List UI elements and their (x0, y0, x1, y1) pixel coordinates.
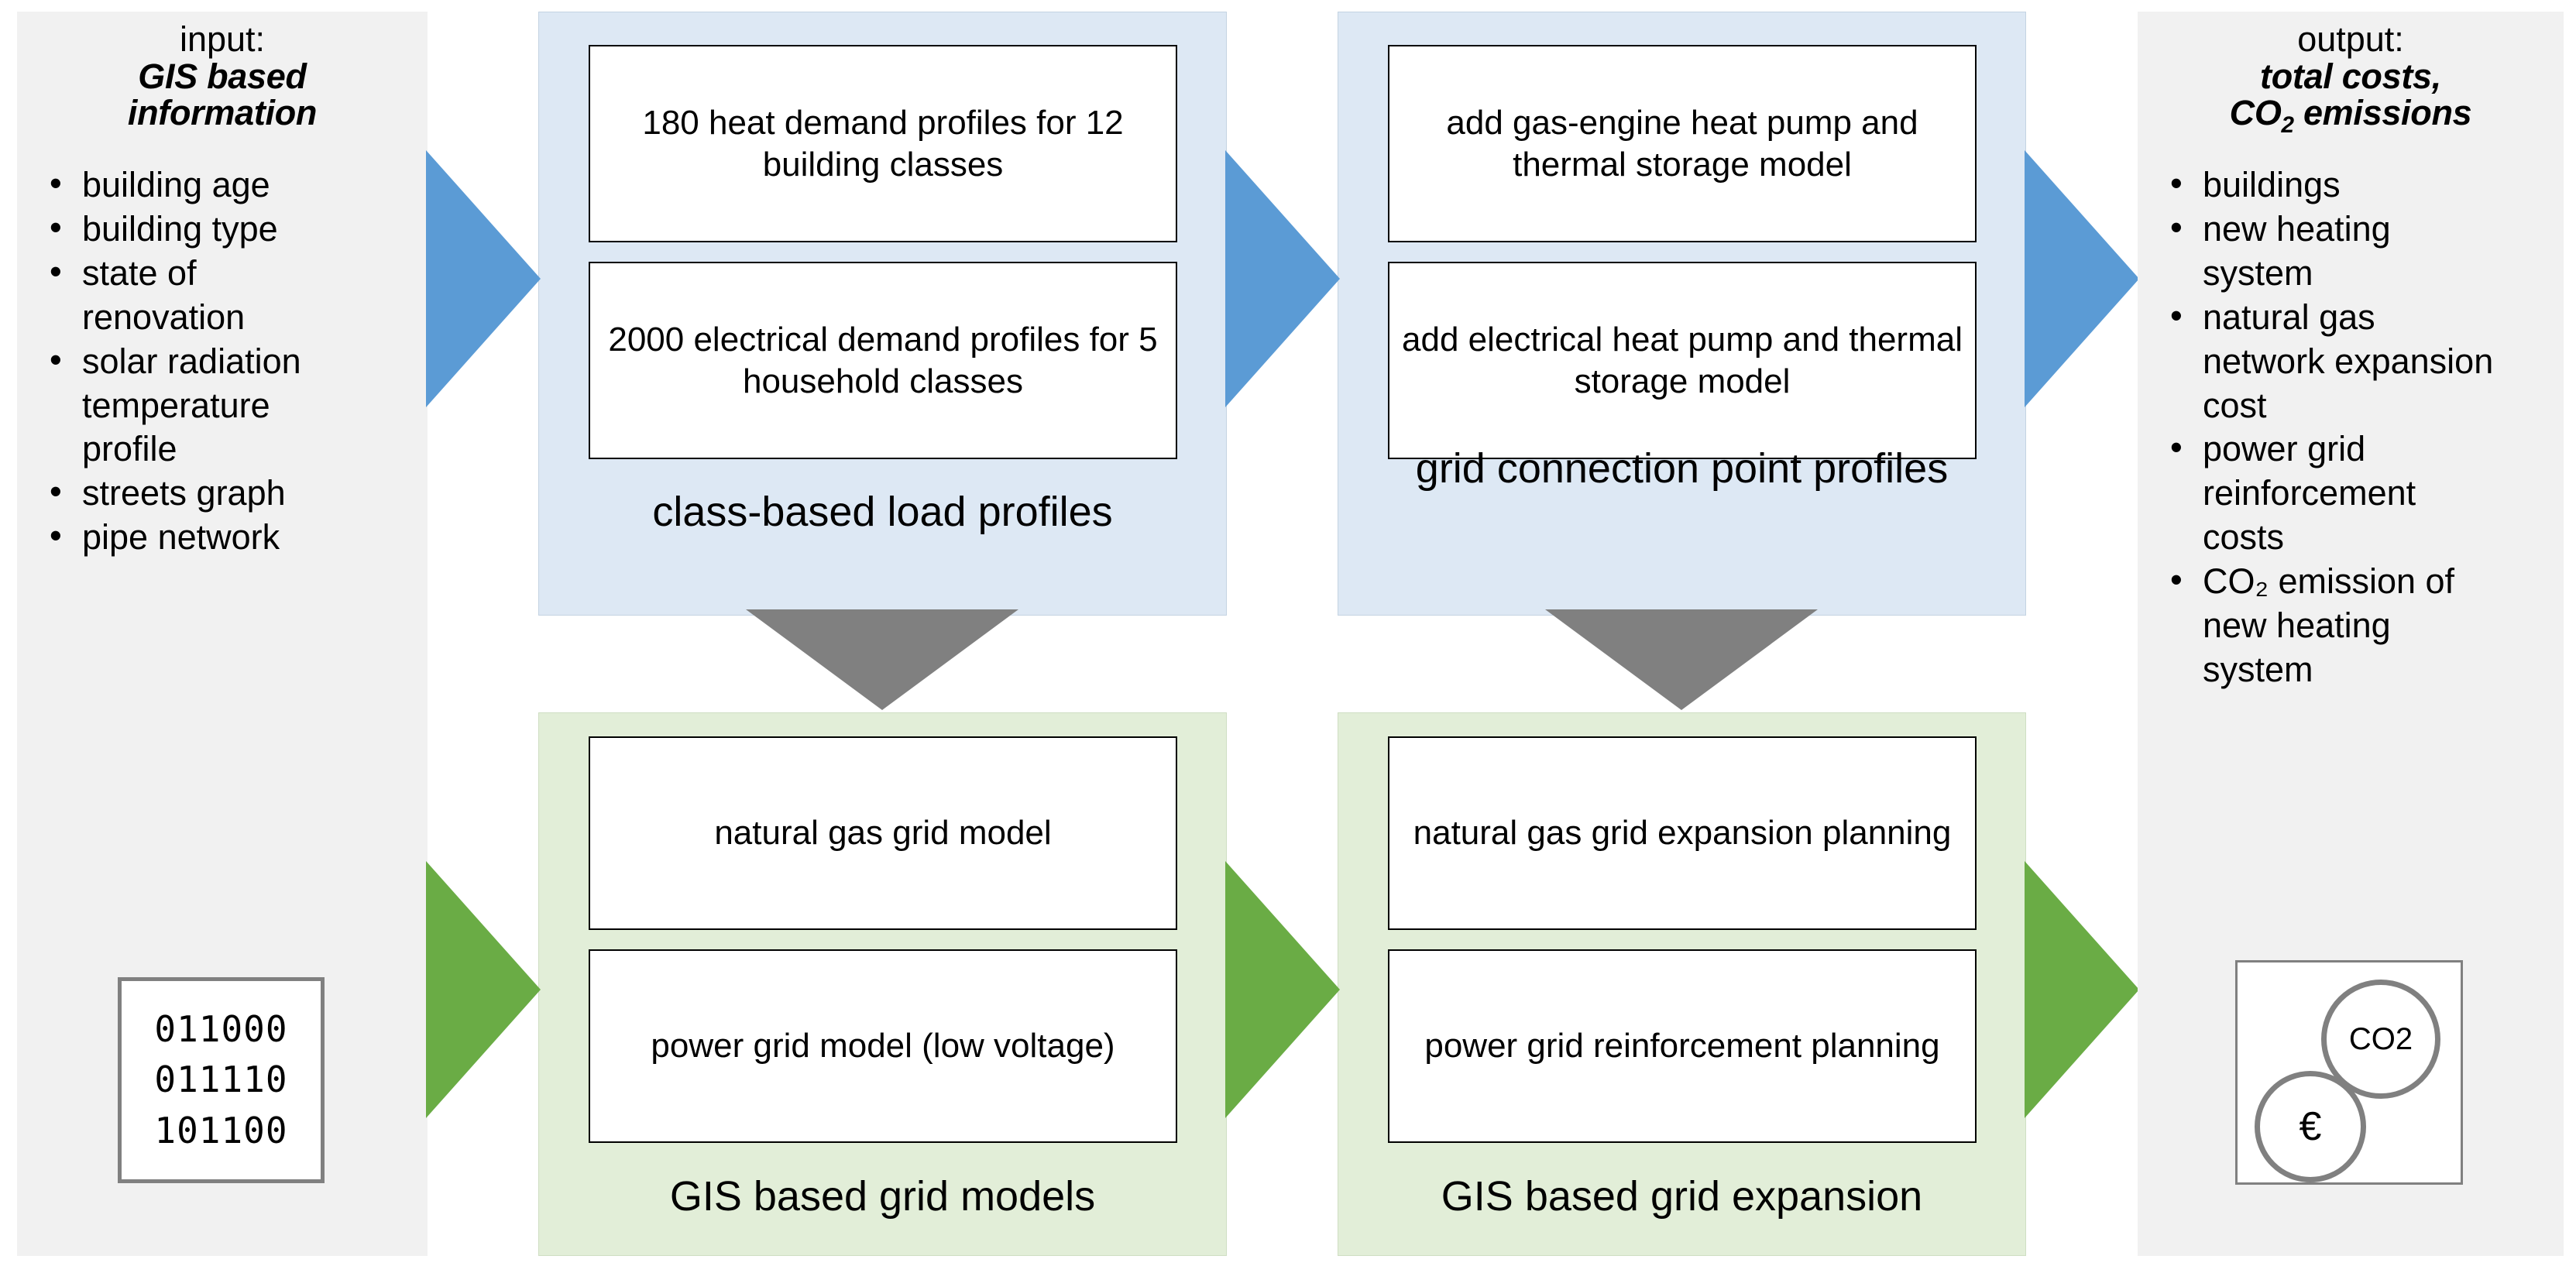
stage1-box-heat-demand: 180 heat demand profiles for 12 building… (589, 45, 1177, 242)
output-list-item: cost (2203, 385, 2267, 425)
arrow-stage4-to-output-icon (2025, 861, 2139, 1118)
arrow-stage2-to-stage4-icon (1545, 609, 1818, 710)
stage2-box-gas-engine-heat-pump: add gas-engine heat pump and thermal sto… (1388, 45, 1977, 242)
output-heading-prefix: output: (2297, 19, 2404, 59)
stage1-caption: class-based load profiles (652, 489, 1113, 535)
input-list-item: renovation (82, 297, 246, 337)
input-list-item: pipe network (45, 515, 428, 559)
output-list-item: power grid (2166, 427, 2564, 471)
output-item-list: buildingsnew heatingsystemnatural gasnet… (2138, 163, 2564, 691)
output-heading-emphasis-line2: CO2 emissions (2138, 93, 2564, 137)
arrow-stage1-to-stage3-icon (746, 609, 1018, 710)
stage2-caption: grid connection point profiles (1415, 445, 1949, 492)
euro-bubble-icon: € (2255, 1071, 2366, 1182)
input-list-item: building age (45, 163, 428, 207)
stage2-box-electrical-heat-pump: add electrical heat pump and thermal sto… (1388, 262, 1977, 459)
input-list-item: profile (82, 429, 177, 469)
output-list-item: CO₂ emission of (2166, 559, 2564, 603)
input-list-item: temperature (82, 385, 270, 425)
output-heading-emphasis-line1: total costs, (2260, 56, 2441, 96)
output-heading-co2-post: emissions (2293, 93, 2472, 133)
input-heading-emphasis-line1: GIS based (138, 56, 307, 96)
arrow-stage2-to-output-icon (2025, 150, 2139, 407)
stage4-caption: GIS based grid expansion (1441, 1173, 1923, 1220)
input-panel: input: GIS based information building ag… (17, 12, 428, 1256)
binary-line: 101100 (154, 1109, 288, 1151)
stage-grid-connection-point-profiles: add gas-engine heat pump and thermal sto… (1338, 12, 2026, 616)
binary-data-card: 011000 011110 101100 (118, 977, 325, 1183)
input-list-item: solar radiation (45, 339, 428, 383)
stage-gis-based-grid-expansion: natural gas grid expansion planning powe… (1338, 712, 2026, 1256)
output-list-item: system (2203, 649, 2313, 689)
input-list-item: state of (45, 251, 428, 295)
stage4-box-power-grid-reinforcement-planning: power grid reinforcement planning (1388, 949, 1977, 1143)
arrow-input-to-stage3-icon (426, 861, 541, 1118)
stage3-caption: GIS based grid models (669, 1173, 1096, 1220)
co2-bubble-icon: CO2 (2321, 980, 2440, 1099)
arrow-stage3-to-stage4-icon (1225, 861, 1340, 1118)
stage-gis-based-grid-models: natural gas grid model power grid model … (538, 712, 1227, 1256)
arrow-input-to-stage1-icon (426, 150, 541, 407)
output-list-item: buildings (2166, 163, 2564, 207)
input-panel-heading: input: GIS based information (17, 12, 428, 132)
stage3-box-natural-gas-grid-model: natural gas grid model (589, 736, 1177, 930)
output-list-item: reinforcement (2203, 473, 2416, 513)
stage4-box-gas-grid-expansion-planning: natural gas grid expansion planning (1388, 736, 1977, 930)
binary-line: 011000 (154, 1008, 288, 1051)
stage3-box-power-grid-model: power grid model (low voltage) (589, 949, 1177, 1143)
input-item-list: building agebuilding typestate ofrenovat… (17, 163, 428, 559)
output-list-item: network expansion (2203, 341, 2494, 381)
euro-bubble-label: € (2299, 1104, 2322, 1149)
co2-bubble-label: CO2 (2348, 1021, 2413, 1056)
output-list-item: system (2203, 252, 2313, 293)
output-heading-co2-pre: CO (2229, 93, 2282, 133)
output-heading-co2-subscript: 2 (2281, 112, 2295, 139)
stage1-box-electrical-demand: 2000 electrical demand profiles for 5 ho… (589, 262, 1177, 459)
stage-class-based-load-profiles: 180 heat demand profiles for 12 building… (538, 12, 1227, 616)
output-panel: output: total costs, CO2 emissions build… (2138, 12, 2564, 1256)
output-list-item: new heating (2166, 207, 2564, 251)
input-heading-emphasis-line2: information (127, 93, 318, 133)
binary-line: 011110 (154, 1059, 288, 1101)
output-list-item: costs (2203, 517, 2285, 558)
input-list-item: streets graph (45, 471, 428, 515)
input-list-item: building type (45, 207, 428, 251)
input-heading-prefix: input: (179, 19, 266, 59)
output-panel-heading: output: total costs, CO2 emissions (2138, 12, 2564, 137)
output-list-item: natural gas (2166, 295, 2564, 339)
arrow-stage1-to-stage2-icon (1225, 150, 1340, 407)
output-list-item: new heating (2203, 605, 2391, 645)
result-summary-card: CO2 € (2235, 960, 2463, 1185)
